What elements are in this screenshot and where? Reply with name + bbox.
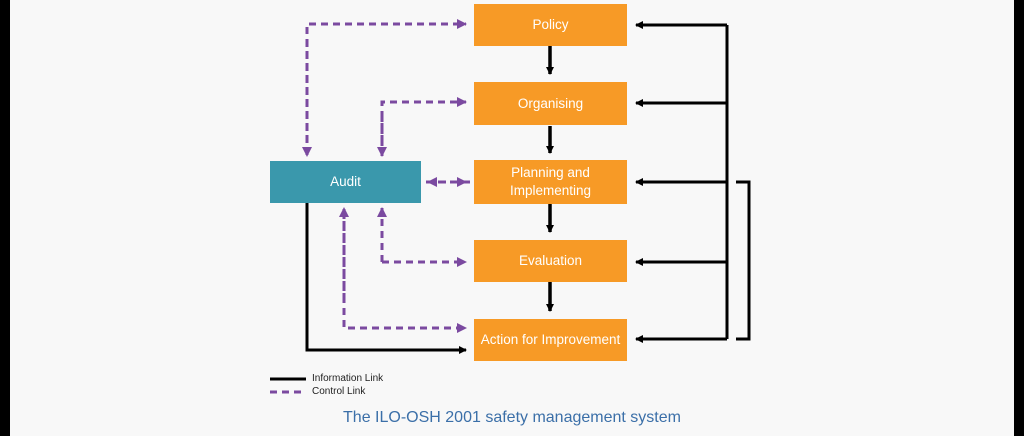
planning-label: Planning and Implementing <box>509 165 592 198</box>
organising-box[interactable]: Organising <box>474 82 627 125</box>
evaluation-label: Evaluation <box>518 253 583 268</box>
audit-label: Audit <box>330 174 361 189</box>
action-label: Action for Improvement <box>480 332 621 347</box>
evaluation-box[interactable]: Evaluation <box>474 240 627 282</box>
audit-box[interactable]: Audit <box>270 161 421 203</box>
legend-control-label: Control Link <box>312 386 366 397</box>
diagram-canvas <box>10 0 1014 436</box>
feedback-bus <box>635 21 751 343</box>
organising-label: Organising <box>517 95 584 111</box>
policy-box[interactable]: Policy <box>474 4 627 46</box>
planning-box[interactable]: Planning and Implementing <box>474 160 627 204</box>
figure-caption: The ILO-OSH 2001 safety management syste… <box>343 409 681 426</box>
legend-information-label: Information Link <box>312 373 384 384</box>
action-box[interactable]: Action for Improvement <box>474 319 627 361</box>
legend-lines <box>270 377 306 394</box>
audit-to-action-link <box>305 203 467 354</box>
control-links <box>302 19 470 333</box>
policy-label: Policy <box>532 17 569 32</box>
